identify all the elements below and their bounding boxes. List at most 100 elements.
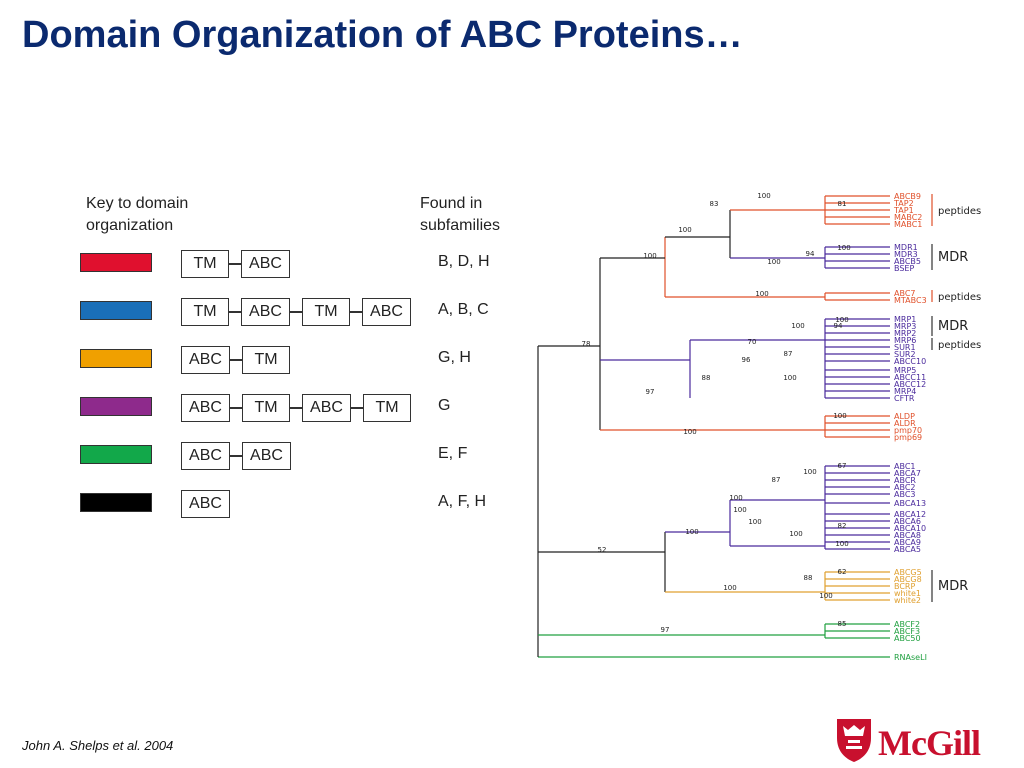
color-swatch: [80, 445, 152, 464]
citation: John A. Shelps et al. 2004: [22, 738, 174, 753]
key-header-line-2: organization: [86, 217, 174, 234]
leaf-label: MABC2: [894, 213, 922, 222]
bootstrap-value: 97: [646, 388, 655, 396]
slide-title: Domain Organization of ABC Proteins…: [22, 14, 743, 56]
abc-domain-box: ABC: [302, 394, 351, 422]
bootstrap-value: 94: [806, 250, 815, 258]
leaf-label: TAP2: [893, 199, 914, 208]
bootstrap-value: 78: [582, 340, 591, 348]
color-swatch: [80, 301, 152, 320]
subfamily-label: B, D, H: [438, 253, 490, 270]
domain-linker: [290, 407, 302, 409]
bootstrap-value: 100: [767, 258, 780, 266]
bootstrap-value: 100: [833, 412, 846, 420]
abc-domain-box: ABC: [181, 394, 230, 422]
abc-domain-box: ABC: [181, 346, 230, 374]
abc-domain-box: ABC: [362, 298, 411, 326]
bootstrap-value: 100: [835, 316, 848, 324]
group-label-mdr: MDR: [938, 579, 968, 594]
bootstrap-value: 100: [791, 322, 804, 330]
leaf-label: ABC7: [894, 289, 916, 298]
bootstrap-value: 100: [835, 540, 848, 548]
leaf-label: ABCG8: [894, 575, 922, 584]
subfamily-label: A, F, H: [438, 493, 487, 510]
color-swatch: [80, 397, 152, 416]
leaf-label: ABCA8: [894, 531, 921, 540]
key-header-line-1: Key to domain: [86, 195, 189, 212]
bootstrap-value: 100: [723, 584, 736, 592]
domain-linker: [229, 263, 241, 265]
abc-domain-box: ABC: [241, 250, 290, 278]
leaf-label: RNAseLI: [894, 653, 927, 662]
domain-linker: [351, 407, 363, 409]
color-swatch: [80, 349, 152, 368]
leaf-label: white2: [894, 596, 921, 605]
bootstrap-value: 100: [783, 374, 796, 382]
bootstrap-value: 100: [757, 192, 770, 200]
leaf-label: ABC1: [894, 462, 916, 471]
leaf-label: BSEP: [894, 264, 914, 273]
bootstrap-value: 100: [789, 530, 802, 538]
abc-domain-box: ABC: [242, 442, 291, 470]
leaf-label: ABCA6: [894, 517, 921, 526]
bootstrap-value: 83: [710, 200, 719, 208]
leaf-label: SUR2: [894, 350, 916, 359]
leaf-label: ABC50: [894, 634, 921, 643]
leaf-label: MTABC3: [894, 296, 927, 305]
leaf-label: ABCA7: [894, 469, 921, 478]
bootstrap-value: 85: [838, 620, 847, 628]
bootstrap-value: 87: [772, 476, 781, 484]
tm-domain-box: TM: [363, 394, 411, 422]
bootstrap-value: 100: [755, 290, 768, 298]
leaf-label: ABC3: [894, 490, 916, 499]
bootstrap-value: 88: [702, 374, 711, 382]
group-label-mdr: MDR: [938, 319, 968, 334]
leaf-label: pmp70: [894, 426, 922, 435]
leaf-label: CFTR: [894, 394, 915, 403]
color-swatch: [80, 493, 152, 512]
mcgill-logo: McGill: [832, 716, 1012, 766]
leaf-label: MRP6: [894, 336, 916, 345]
bootstrap-value: 100: [733, 506, 746, 514]
leaf-label: ABCA10: [894, 524, 926, 533]
tm-domain-box: TM: [302, 298, 350, 326]
bootstrap-value: 100: [748, 518, 761, 526]
bootstrap-value: 96: [742, 356, 751, 364]
leaf-label: TAP1: [893, 206, 914, 215]
bootstrap-value: 97: [661, 626, 670, 634]
domain-linker: [230, 359, 242, 361]
leaf-label: ABCC12: [894, 380, 926, 389]
bootstrap-value: 100: [803, 468, 816, 476]
leaf-label: ABCA12: [894, 510, 926, 519]
domain-linker: [230, 455, 242, 457]
bootstrap-value: 70: [748, 338, 757, 346]
group-label-peptides: peptides: [938, 206, 981, 217]
bootstrap-value: 100: [729, 494, 742, 502]
leaf-label: pmp69: [894, 433, 922, 442]
leaf-label: MRP1: [894, 315, 916, 324]
group-label-peptides: peptides: [938, 340, 981, 351]
leaf-label: BCRP: [894, 582, 915, 591]
subfamily-label: A, B, C: [438, 301, 489, 318]
bootstrap-value: 100: [685, 528, 698, 536]
leaf-label: MRP4: [894, 387, 916, 396]
subfamily-label: E, F: [438, 445, 468, 462]
leaf-label: ABCB5: [894, 257, 921, 266]
leaf-label: ABCG5: [894, 568, 922, 577]
mcgill-shield-icon: [837, 719, 871, 762]
abc-domain-box: ABC: [181, 442, 230, 470]
leaf-label: ABCA9: [894, 538, 921, 547]
tm-domain-box: TM: [242, 346, 290, 374]
domain-linker: [290, 311, 302, 313]
group-label-mdr: MDR: [938, 250, 968, 265]
phylogenetic-tree: ABCB9TAP2TAP1MABC2MABC1MDR1MDR3ABCB5BSEP…: [537, 192, 981, 662]
leaf-label: SUR1: [894, 343, 916, 352]
subfamilies-header-line-2: subfamilies: [420, 217, 501, 234]
leaf-label: ABCA13: [894, 499, 926, 508]
subfamilies-header-line-1: Found in: [420, 195, 483, 212]
subfamily-label: G, H: [438, 349, 471, 366]
leaf-label: ABCB9: [894, 192, 921, 201]
domain-linker: [230, 407, 242, 409]
bootstrap-value: 81: [838, 200, 847, 208]
leaf-label: MABC1: [894, 220, 922, 229]
